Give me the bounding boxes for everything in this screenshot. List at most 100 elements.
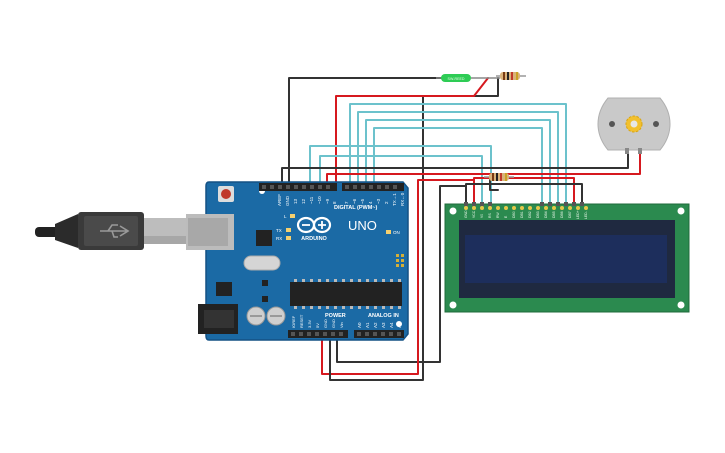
pin-label-8: 8 [332,201,337,204]
wire-red-motor[interactable] [326,149,641,185]
wire-black-motor[interactable] [281,149,629,185]
arduino-mount-hole-2 [396,321,402,327]
lcd-mount-hole-tr [677,207,685,215]
pin-label-13: 13 [293,198,298,204]
pin-label-gnd2: GND [331,319,336,328]
pin-label-6: ~6 [352,198,357,204]
lcd-pin-db0: DB0 [512,211,516,218]
wire-black-bottom-2[interactable] [329,339,424,381]
rx-label: RX [276,236,282,241]
reed-switch-body [441,74,471,82]
wire-cyan-6[interactable] [373,127,543,205]
arduino-logo-icon [296,216,332,234]
lcd-pin-db7: DB7 [568,211,572,218]
lcd-pin-vcc: VCC [472,210,476,218]
power-jack-inner [204,310,234,328]
lcd-pin-pads [464,206,588,210]
motor-screw-right [653,121,659,127]
resistor-top-band-1 [503,72,505,80]
pin-label-1: TX→1 [392,193,397,206]
resistor-lcd[interactable] [484,173,514,181]
reed-switch[interactable]: SW-REED [436,74,500,82]
pin-label-a4: A4 [389,322,394,328]
wire-cyan-2[interactable] [319,155,483,205]
wire-red-bottom[interactable] [321,179,475,375]
lcd-pin-e: E [504,215,508,218]
pin-label-3v3: 3.3V [307,319,312,328]
pin-label-reset: RESET [299,314,304,328]
pin-label-gnd1: GND [323,319,328,328]
wire-black-gnd-reed[interactable] [288,77,442,185]
lcd-pin-db6: DB6 [560,211,564,218]
rx-led [286,236,291,240]
icsp-header [396,254,404,267]
lcd-pin-gnd: GND [464,210,468,218]
voltage-regulator [216,282,232,296]
usb-symbol-icon [100,224,130,238]
lcd-pin-db5: DB5 [552,211,556,218]
pin-label-aref: AREF [277,194,282,206]
arduino-uno-board[interactable]: AREF GND 13 12 ~11 ~10 ~9 8 7 ~6 ~5 4 ~3… [186,181,409,341]
wire-cyan-3[interactable] [349,103,567,205]
lcd-mount-hole-br [677,301,685,309]
analog-header[interactable] [354,330,404,338]
wire-red-lcd-vcc[interactable] [473,177,575,205]
arduino-brand-text: ARDUINO [301,236,327,242]
lcd-pin-v0: V0 [480,214,484,218]
usb-cable[interactable] [35,212,186,250]
lcd-pin-rs: RS [488,213,492,218]
resistor-lcd-band-3 [500,173,502,181]
analog-section-label: ANALOG IN [368,313,399,319]
motor-shaft [630,120,638,128]
lcd-pin-db3: DB3 [536,211,540,218]
dc-motor[interactable] [597,97,671,154]
wire-cyan-5[interactable] [365,119,551,205]
lcd-pin-led-minus: LED- [584,211,588,219]
resistor-lcd-band-2 [496,173,498,181]
pin-label-9: ~9 [325,198,330,204]
pin-label-7: 7 [344,201,349,204]
pin-label-2: 2 [384,201,389,204]
wires [281,77,641,381]
digital-header-holes [262,185,397,189]
usb-connector-shade [144,236,186,244]
pin-label-gnd: GND [285,195,290,206]
atmega-chip-pins [294,279,401,309]
analog-header-holes [357,332,401,336]
motor-terminal-right [638,148,642,154]
usb-chip [256,230,272,246]
pin-label-ioref: IOREF [291,315,296,328]
wire-red-top[interactable] [335,77,489,185]
wire-cyan-4[interactable] [357,111,559,205]
pin-label-a3: A3 [381,322,386,328]
resistor-lcd-band-1 [492,173,494,181]
motor-screw-left [609,121,615,127]
lcd-mount-hole-tl [449,207,457,215]
pin-label-12: 12 [301,198,306,204]
analog-pin-labels: A0 A1 A2 A3 A4 A5 [357,322,402,328]
lcd-pin-db4: DB4 [544,211,548,218]
smd-component-2 [262,296,268,302]
pin-label-vin: Vin [339,322,344,328]
lcd-16x2[interactable]: GND VCC V0 RS RW E DB0 DB1 DB2 DB3 DB4 D… [444,203,690,313]
wire-black-resistor[interactable] [489,177,499,191]
resistor-top[interactable] [496,72,526,80]
on-led [386,230,391,234]
lcd-pin-db1: DB1 [520,211,524,218]
power-section-label: POWER [325,313,346,319]
lcd-pin-led-plus: LED+ [576,210,580,219]
wire-black-bottom[interactable] [336,185,467,363]
pin-label-5: ~5 [360,198,365,204]
lcd-screen [465,235,667,283]
atmega-chip [290,282,402,306]
wire-black-lcd-gnd[interactable] [465,183,583,205]
digital-pin-labels: AREF GND 13 12 ~11 ~10 ~9 8 7 ~6 ~5 4 ~3… [277,192,405,206]
pin-label-10: ~10 [317,196,322,204]
reed-switch-label: SW-REED [448,77,465,81]
power-header-holes [291,332,343,336]
lcd-pin-labels: GND VCC V0 RS RW E DB0 DB1 DB2 DB3 DB4 D… [464,210,588,219]
smd-component-1 [262,280,268,286]
pin-label-0: RX←0 [400,192,405,206]
lcd-pin-db2: DB2 [528,211,532,218]
